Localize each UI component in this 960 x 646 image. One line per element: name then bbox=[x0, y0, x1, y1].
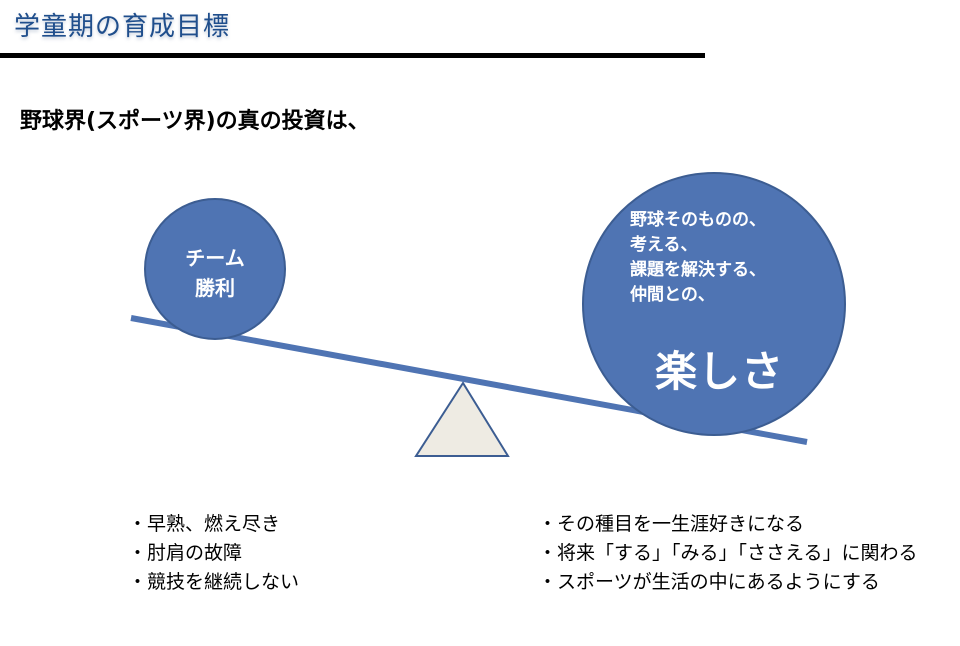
right-circle-line: 課題を解決する、 bbox=[630, 260, 766, 280]
left-points-list: 早熟、燃え尽き 肘肩の故障 競技を継続しない bbox=[128, 510, 299, 597]
right-points-list: その種目を一生涯好きになる 将来「する」「みる」「ささえる」に関わる スポーツが… bbox=[538, 510, 917, 597]
fulcrum-triangle bbox=[414, 381, 510, 457]
list-item: 競技を継続しない bbox=[128, 568, 299, 597]
list-item: 早熟、燃え尽き bbox=[128, 510, 299, 539]
left-circle bbox=[144, 198, 286, 340]
list-item: その種目を一生涯好きになる bbox=[538, 510, 917, 539]
left-circle-line: チーム bbox=[185, 246, 245, 270]
slide-title: 学童期の育成目標 bbox=[14, 12, 231, 42]
left-circle-line: 勝利 bbox=[195, 276, 235, 300]
list-item: スポーツが生活の中にあるようにする bbox=[538, 568, 917, 597]
right-circle-emphasis: 楽しさ bbox=[655, 347, 785, 396]
title-divider bbox=[0, 53, 705, 58]
slide-heading: 野球界(スポーツ界)の真の投資は、 bbox=[20, 109, 370, 134]
left-circle-label: チーム 勝利 bbox=[150, 243, 280, 303]
list-item: 肘肩の故障 bbox=[128, 539, 299, 568]
right-circle-label: 野球そのものの、 考える、 課題を解決する、 仲間との、 bbox=[630, 208, 766, 308]
list-item: 将来「する」「みる」「ささえる」に関わる bbox=[538, 539, 917, 568]
right-circle-line: 仲間との、 bbox=[630, 285, 715, 305]
right-circle-line: 野球そのものの、 bbox=[630, 210, 766, 230]
right-circle-line: 考える、 bbox=[630, 235, 698, 255]
right-circle bbox=[582, 172, 846, 436]
